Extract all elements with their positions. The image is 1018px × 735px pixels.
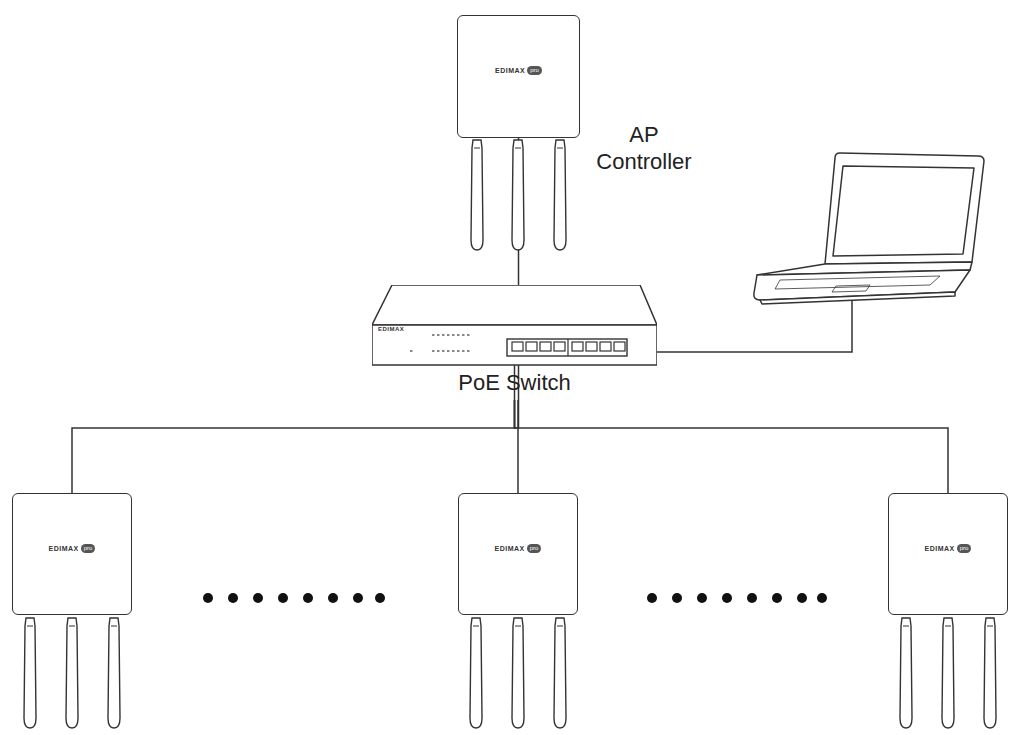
- brand-logo: EDIMAXpro: [458, 66, 579, 75]
- laptop-cable: [657, 300, 852, 352]
- laptop: [754, 153, 984, 304]
- brand-name: EDIMAX: [495, 545, 525, 552]
- network-cable: [515, 400, 949, 493]
- network-cable: [72, 400, 515, 493]
- access-point: EDIMAXproAP Controller: [457, 15, 580, 138]
- device-label: PoE Switch: [372, 369, 657, 396]
- brand-name: EDIMAX: [49, 545, 79, 552]
- access-point: EDIMAXpro: [12, 493, 132, 615]
- poe-switch: EDIMAX PoE Switch: [372, 285, 657, 400]
- network-cable: [517, 400, 519, 493]
- brand-logo: EDIMAXpro: [889, 544, 1007, 553]
- brand-logo: EDIMAXpro: [459, 544, 577, 553]
- device-label: AP Controller: [584, 121, 704, 175]
- brand-badge: pro: [527, 544, 542, 553]
- brand-logo: EDIMAX: [378, 326, 404, 332]
- brand-name: EDIMAX: [495, 67, 525, 74]
- brand-logo: EDIMAXpro: [13, 544, 131, 553]
- brand-badge: pro: [527, 66, 542, 75]
- access-point: EDIMAXpro: [888, 493, 1008, 615]
- access-point: EDIMAXpro: [458, 493, 578, 615]
- brand-name: EDIMAX: [925, 545, 955, 552]
- brand-badge: pro: [81, 544, 96, 553]
- brand-badge: pro: [957, 544, 972, 553]
